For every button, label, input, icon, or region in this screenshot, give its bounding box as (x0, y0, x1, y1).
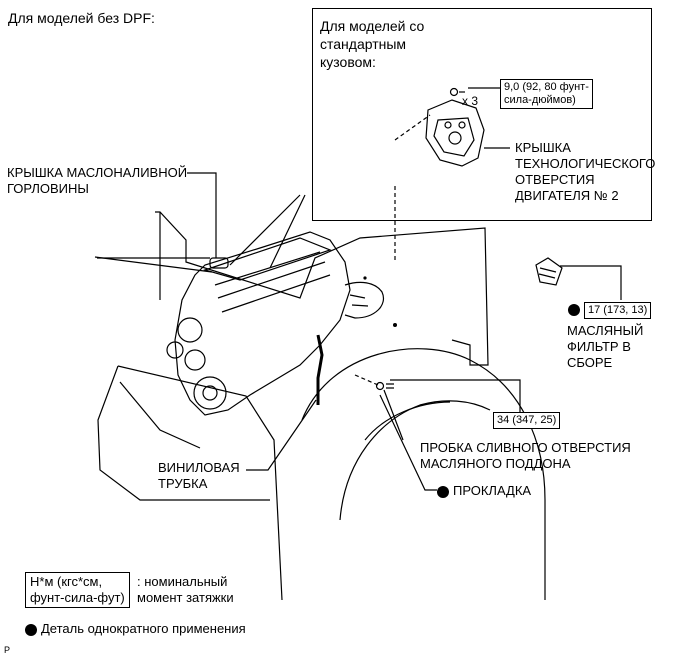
leader-drain-plug (390, 379, 521, 412)
leader-drain-label (383, 389, 404, 441)
drain-plug-torque-box: 34 (347, 25) (493, 412, 561, 429)
one-time-use-dot-icon (568, 303, 580, 316)
engine-block (174, 231, 351, 416)
oil-filter-shape (535, 257, 563, 286)
page-title: Для моделей без DPF: (8, 10, 155, 26)
leader-oil-filter (560, 265, 622, 300)
oil-filler-cap-shape (209, 257, 229, 269)
oil-filter-torque-row: 17 (173, 13) (568, 301, 652, 319)
gasket-label-row: ПРОКЛАДКА (437, 483, 531, 499)
vinyl-tube-label: ВИНИЛОВАЯ ТРУБКА (158, 460, 240, 491)
bolt-quantity: x 3 (462, 94, 479, 108)
drain-plug-shape (375, 381, 385, 391)
inset-bolt (449, 87, 459, 97)
figure-code: P (4, 645, 11, 655)
wheel-arch (301, 348, 546, 600)
legend-torque-box: Н*м (кгс*см, фунт-сила-фут) (25, 572, 130, 608)
legend-one-time-use: Деталь однократного применения (25, 621, 246, 637)
leader-vinyl-tube (246, 399, 317, 471)
oil-filler-cap-label: КРЫШКА МАСЛОНАЛИВНОЙ ГОРЛОВИНЫ (7, 165, 188, 196)
inset-frame (312, 8, 652, 221)
service-hole-cover-label: КРЫШКА ТЕХНОЛОГИЧЕСКОГО ОТВЕРСТИЯ ДВИГАТ… (515, 140, 656, 203)
inset-heading: Для моделей со стандартным кузовом: (320, 18, 425, 70)
oil-filter-label: МАСЛЯНЫЙ ФИЛЬТР В СБОРЕ (567, 323, 644, 370)
body-panel-outline (155, 211, 489, 366)
one-time-use-dot-icon (437, 485, 449, 498)
legend-torque-desc: : номинальный момент затяжки (137, 574, 234, 605)
leader-gasket (379, 394, 437, 491)
one-time-use-dot-icon (25, 623, 37, 636)
gasket-label: ПРОКЛАДКА (453, 483, 532, 498)
service-hole-cover-shape (425, 99, 485, 167)
drain-plug-label: ПРОБКА СЛИВНОГО ОТВЕРСТИЯ МАСЛЯНОГО ПОДД… (420, 440, 631, 471)
inset-torque-box: 9,0 (92, 80 фунт- сила-дюймов) (500, 79, 593, 109)
leader-filler-cap (187, 172, 217, 258)
body-lower (97, 365, 283, 601)
oil-filter-torque-box: 17 (173, 13) (584, 302, 652, 319)
vinyl-tube (316, 334, 324, 405)
hood-edge (97, 212, 210, 300)
